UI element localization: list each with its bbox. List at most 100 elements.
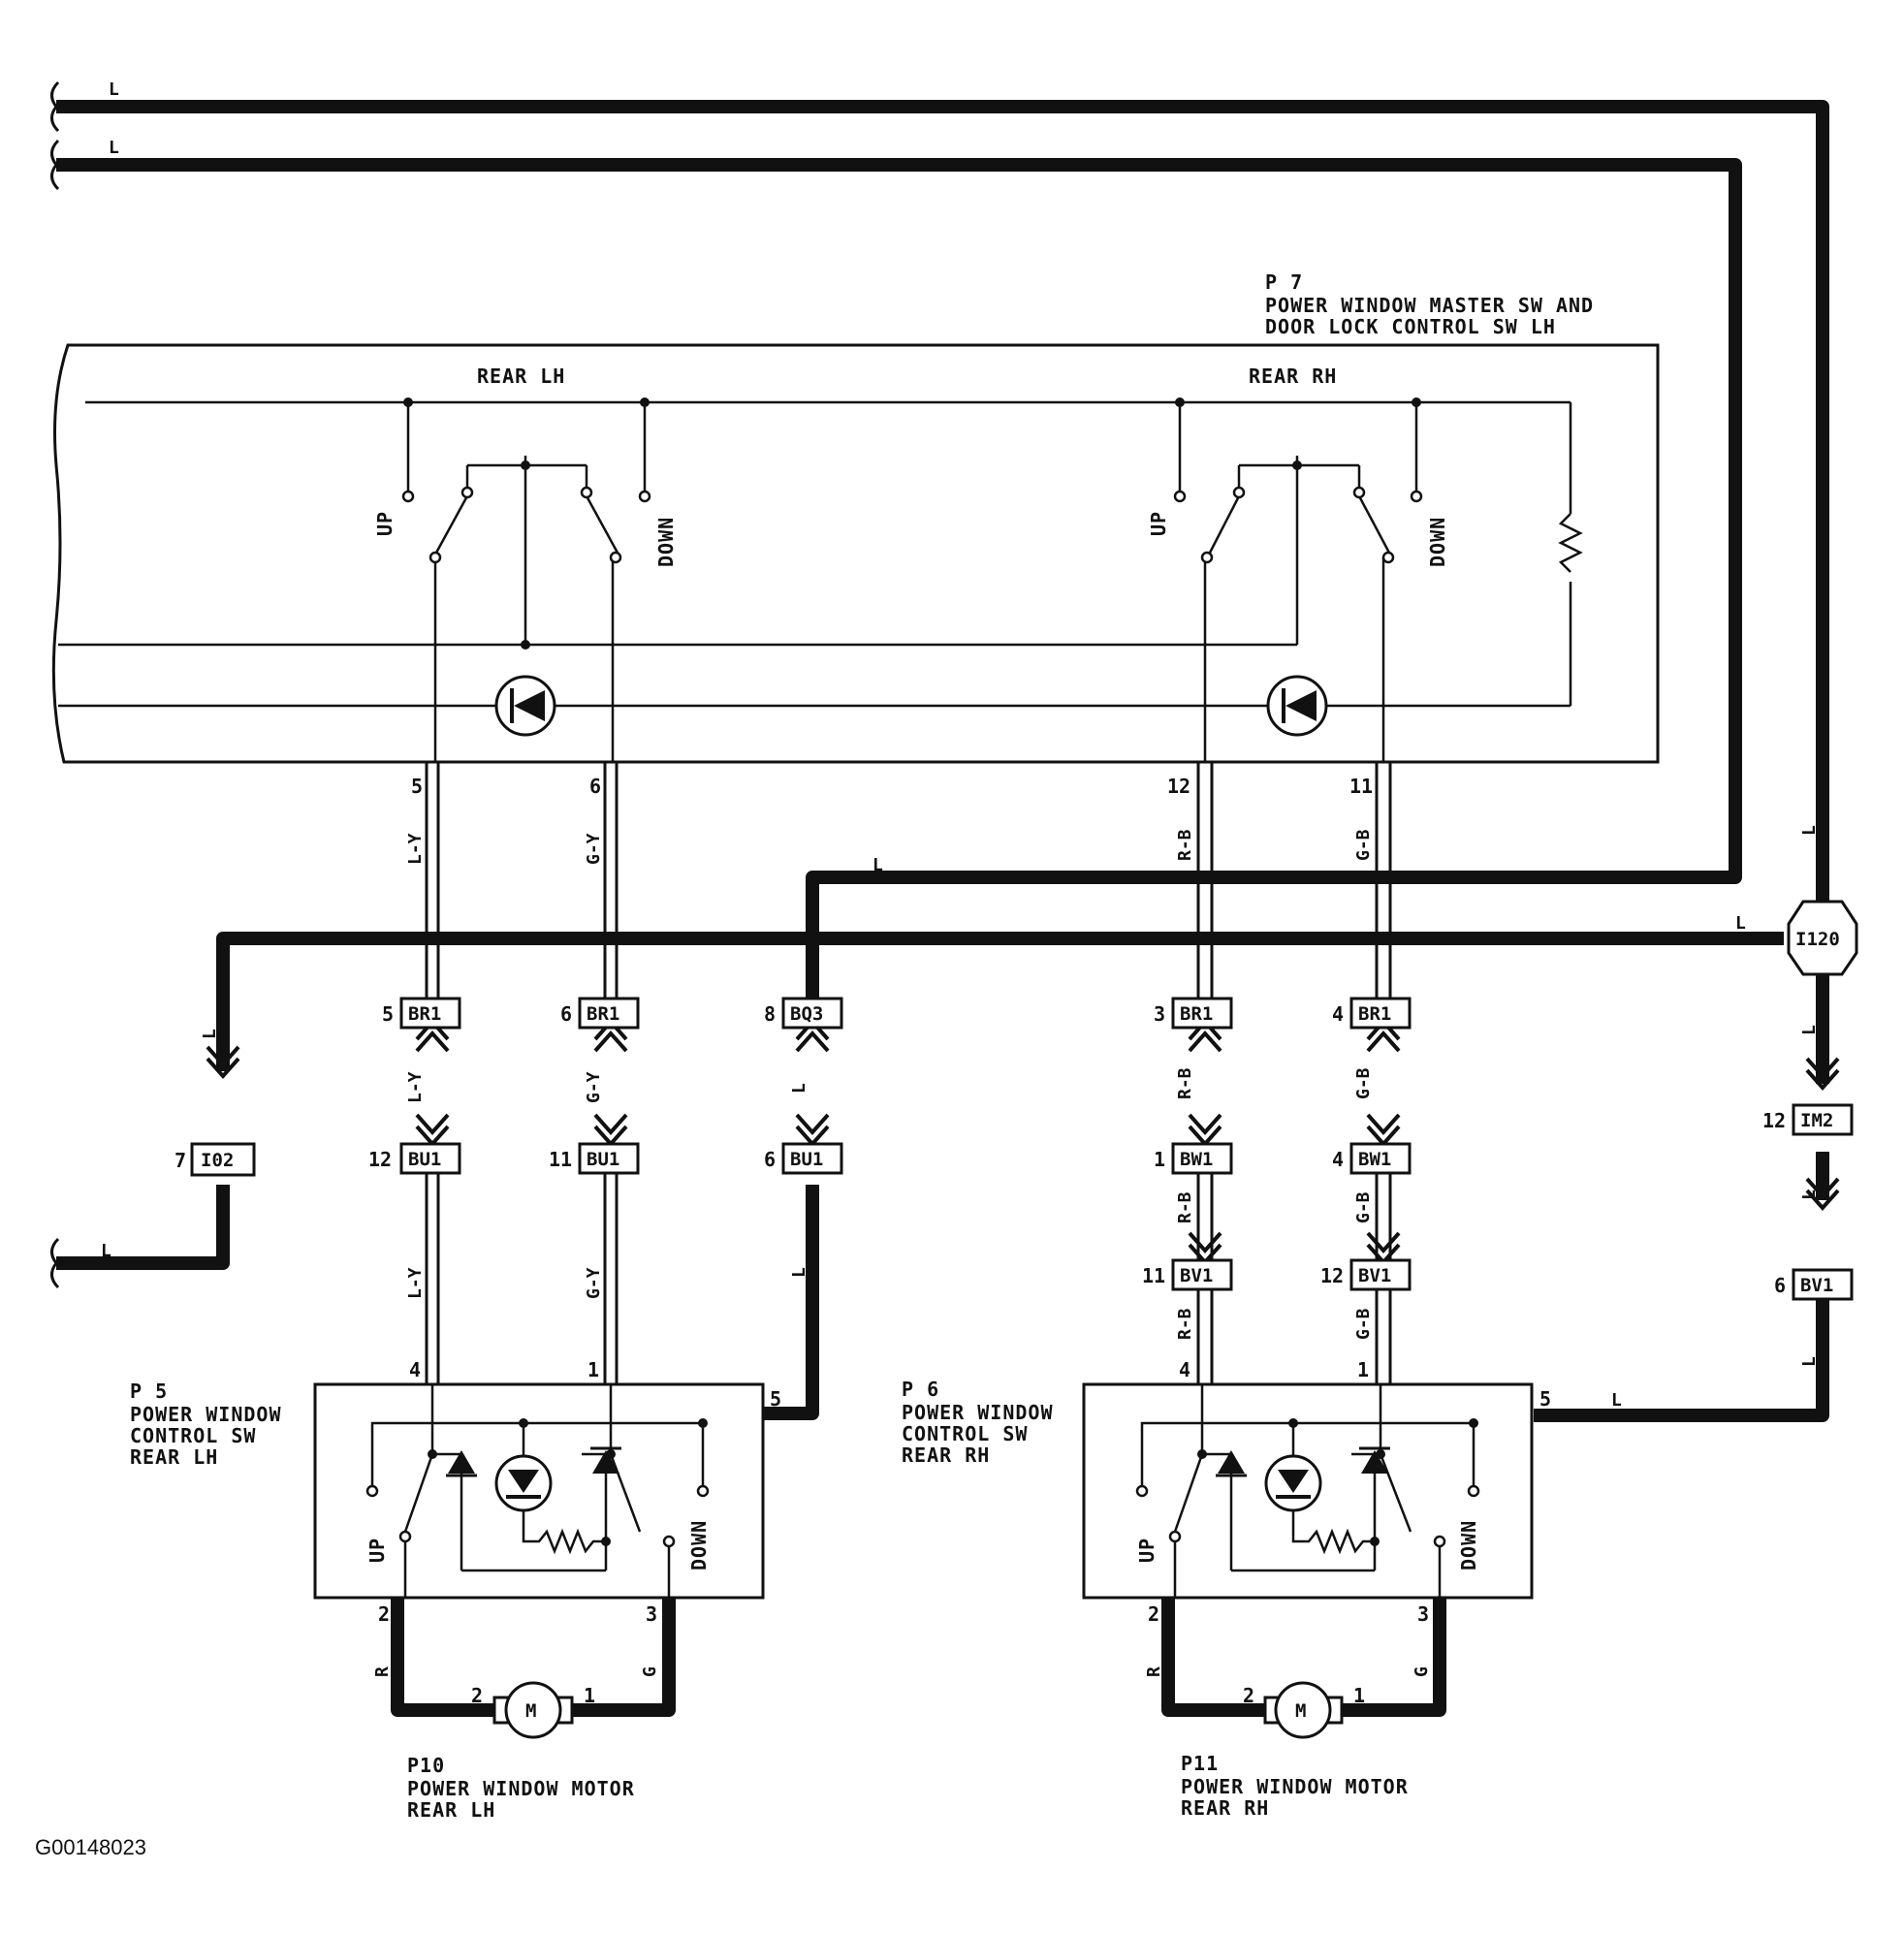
svg-text:11: 11 (1349, 775, 1373, 798)
svg-text:G-B: G-B (1353, 1191, 1374, 1223)
conn-bu1-11: BU1 (587, 1149, 619, 1170)
svg-text:1: 1 (584, 1684, 595, 1707)
svg-text:G: G (1412, 1666, 1432, 1677)
svg-text:R-B: R-B (1175, 829, 1195, 861)
svg-text:6: 6 (764, 1148, 776, 1171)
svg-text:11: 11 (1142, 1264, 1165, 1287)
svg-text:6: 6 (1774, 1274, 1786, 1297)
wire-g-p10 (572, 1598, 676, 1717)
svg-text:12: 12 (368, 1148, 392, 1171)
wire-r-p11 (1161, 1598, 1265, 1717)
svg-text:UP: UP (1135, 1538, 1158, 1563)
conn-bv1-12: BV1 (1358, 1265, 1391, 1286)
p10-motor: M 2 1 P10 POWER WINDOW MOTOR REAR LH (407, 1681, 635, 1822)
conn-i02: I02 (201, 1150, 234, 1171)
svg-text:7: 7 (175, 1149, 186, 1172)
p7-master-switch: P 7 POWER WINDOW MASTER SW AND DOOR LOCK… (51, 270, 1660, 764)
svg-text:L: L (1611, 1390, 1622, 1411)
svg-text:3: 3 (1417, 1602, 1429, 1626)
svg-text:R-B: R-B (1175, 1308, 1195, 1340)
p5-control-switch: P 5 POWER WINDOW CONTROL SW REAR LH UP D… (130, 1358, 781, 1626)
svg-text:G-Y: G-Y (584, 1267, 604, 1299)
svg-text:8: 8 (764, 1002, 776, 1026)
svg-text:L: L (1735, 913, 1746, 934)
svg-text:L: L (1799, 825, 1820, 836)
conn-bv1-11: BV1 (1180, 1265, 1213, 1286)
wire-r-p10 (391, 1598, 494, 1717)
svg-text:POWER WINDOW MOTOR: POWER WINDOW MOTOR (407, 1777, 635, 1800)
svg-text:L: L (1799, 1356, 1820, 1367)
svg-text:P10: P10 (407, 1754, 445, 1777)
p5-led-icon (494, 1454, 553, 1512)
p7-pins: 5 6 12 11 L-Y G-Y R-B G-B (405, 775, 1374, 865)
svg-text:4: 4 (409, 1358, 421, 1381)
svg-text:5: 5 (770, 1387, 781, 1411)
p7-rear-rh-label: REAR RH (1249, 365, 1337, 388)
p7-rh-up-label: UP (1147, 511, 1170, 536)
svg-text:11: 11 (549, 1148, 572, 1171)
svg-text:L: L (1799, 1190, 1820, 1200)
p7-rear-lh-label: REAR LH (477, 365, 565, 388)
signal-wires (425, 762, 1392, 1384)
svg-text:R: R (372, 1666, 393, 1677)
motor-icon (504, 1681, 562, 1739)
svg-text:P11: P11 (1181, 1752, 1219, 1775)
conn-br1-3: BR1 (1180, 1003, 1213, 1025)
svg-text:2: 2 (1148, 1602, 1159, 1626)
break-marks (50, 80, 60, 1289)
svg-text:L: L (200, 1029, 220, 1039)
connector-labels: BR1 BR1 BQ3 BR1 BR1 BU1 BU1 BU1 BW1 BW1 … (201, 929, 1840, 1296)
wire-l-bv1-p6 (1534, 1299, 1829, 1422)
svg-text:POWER WINDOW MOTOR: POWER WINDOW MOTOR (1181, 1775, 1409, 1798)
conn-i120: I120 (1795, 929, 1840, 950)
led-rear-rh-icon (1266, 675, 1328, 737)
svg-text:L: L (873, 855, 883, 875)
svg-text:DOWN: DOWN (1457, 1520, 1480, 1570)
svg-text:2: 2 (471, 1684, 483, 1707)
conn-bq3: BQ3 (790, 1003, 823, 1025)
svg-text:M: M (1295, 1700, 1306, 1722)
wire-g-p11 (1341, 1598, 1446, 1717)
p6-led-icon (1264, 1454, 1322, 1512)
svg-text:P 5: P 5 (130, 1380, 168, 1403)
svg-text:1: 1 (1353, 1684, 1365, 1707)
svg-text:POWER WINDOW: POWER WINDOW (902, 1401, 1054, 1424)
wire-color-labels: L L L L L L L L L L L L L L-Y G-Y L-Y G-… (101, 79, 1820, 1677)
conn-im2: IM2 (1800, 1110, 1833, 1131)
svg-text:6: 6 (589, 775, 601, 798)
svg-text:5: 5 (411, 775, 423, 798)
svg-text:G: G (640, 1666, 660, 1677)
svg-text:UP: UP (365, 1538, 389, 1563)
motor-icon (1274, 1681, 1332, 1739)
svg-text:CONTROL SW: CONTROL SW (902, 1422, 1028, 1445)
svg-text:L-Y: L-Y (405, 833, 426, 865)
p7-rh-down-label: DOWN (1426, 517, 1449, 567)
svg-text:CONTROL SW: CONTROL SW (130, 1424, 256, 1447)
svg-text:L: L (1799, 1025, 1820, 1035)
svg-text:1: 1 (587, 1358, 599, 1381)
figure-code: G00148023 (35, 1835, 146, 1859)
svg-text:L: L (109, 138, 119, 158)
svg-text:3: 3 (1154, 1002, 1165, 1026)
conn-bu1-12: BU1 (408, 1149, 441, 1170)
wire-l-top-1 (56, 100, 1829, 902)
connector-pins: 5 6 8 3 4 12 11 6 1 4 7 12 11 12 6 (175, 1002, 1786, 1297)
svg-text:6: 6 (560, 1002, 572, 1026)
wire-l-top-2 (56, 158, 1742, 999)
svg-text:4: 4 (1332, 1002, 1344, 1026)
wire-l-i02-out (56, 1185, 230, 1270)
svg-text:L: L (109, 79, 119, 100)
svg-text:5: 5 (1539, 1387, 1551, 1411)
svg-text:POWER WINDOW: POWER WINDOW (130, 1403, 282, 1426)
conn-bw1-1: BW1 (1180, 1149, 1213, 1170)
svg-text:L-Y: L-Y (405, 1071, 426, 1103)
svg-text:L: L (789, 1083, 809, 1094)
svg-text:3: 3 (646, 1602, 657, 1626)
svg-text:12: 12 (1762, 1109, 1786, 1132)
svg-text:L-Y: L-Y (405, 1267, 426, 1299)
svg-text:G-Y: G-Y (584, 833, 604, 865)
conn-bu1-6: BU1 (790, 1149, 823, 1170)
svg-text:4: 4 (1332, 1148, 1344, 1171)
svg-text:2: 2 (378, 1602, 390, 1626)
